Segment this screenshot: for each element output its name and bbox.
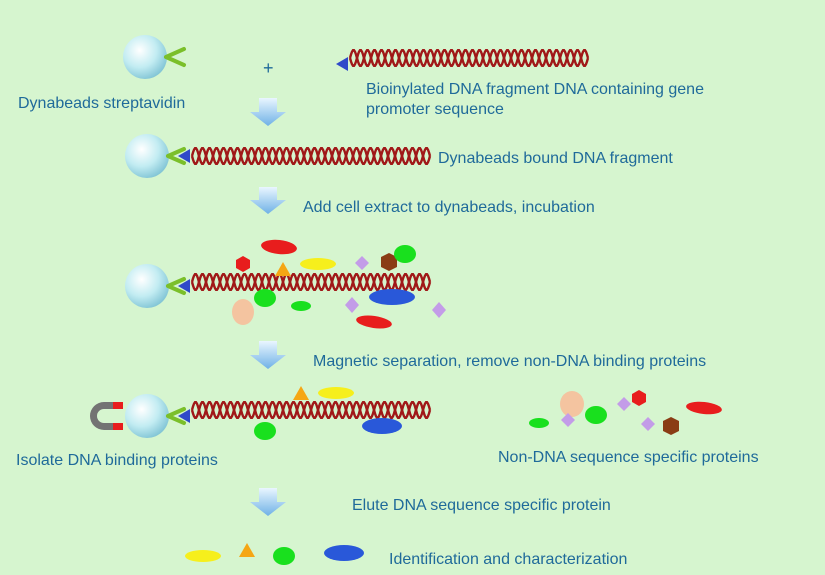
protein-violet-diamond [617, 397, 631, 411]
protein-red-hexagon [632, 390, 646, 406]
dna-strand-b [190, 401, 432, 419]
protein-peach-ellipse [232, 299, 254, 325]
dna-fragment-label: Bioinylated DNA fragment DNA containing … [366, 81, 704, 118]
streptavidin-linker-icon [166, 147, 186, 165]
protein-orange-triangle [293, 386, 309, 400]
protein-green-ellipse [254, 289, 276, 307]
biotin-tag-icon [178, 409, 190, 423]
isolate-label: Isolate DNA binding proteins [16, 452, 218, 469]
protein-violet-diamond [641, 417, 655, 431]
protein-violet-diamond [561, 413, 575, 427]
protein-blue-ellipse [324, 545, 364, 561]
dna-helix [190, 147, 432, 165]
streptavidin-linker-icon [166, 407, 186, 425]
dynabead [123, 35, 167, 79]
protein-green-ellipse [254, 422, 276, 440]
protein-peach-ellipse [560, 391, 584, 417]
dynabead [125, 134, 169, 178]
nonspecific-label: Non-DNA sequence specific proteins [498, 449, 759, 466]
step-elute-label: Elute DNA sequence specific protein [352, 497, 611, 514]
protein-green-ellipse [273, 547, 295, 565]
down-arrow-icon [250, 187, 286, 214]
protein-green-ellipse [585, 406, 607, 424]
protein-red-ellipse [686, 401, 722, 415]
protein-red-ellipse [356, 315, 392, 329]
protein-orange-triangle [239, 543, 255, 557]
dna-strand-b [348, 49, 590, 67]
dynabead [125, 394, 169, 438]
protein-red-ellipse [261, 239, 297, 255]
step-separation-label: Magnetic separation, remove non-DNA bind… [313, 353, 707, 370]
plus-sign: + [263, 58, 274, 78]
protein-brown-hexagon [663, 417, 679, 435]
streptavidin-linker-icon [164, 47, 186, 67]
protein-violet-diamond [432, 302, 446, 318]
protein-yellow-ellipse [318, 387, 354, 399]
protein-violet-diamond [345, 297, 359, 313]
protein-yellow-ellipse [185, 550, 221, 562]
biotin-tag-icon [336, 57, 348, 71]
dna-strand-b [190, 273, 432, 291]
bound-fragment-label: Dynabeads bound DNA fragment [438, 150, 673, 167]
magnet-pole-south [113, 423, 123, 430]
protein-brown-hexagon [381, 253, 397, 271]
step-incubation-label: Add cell extract to dynabeads, incubatio… [303, 199, 595, 216]
protein-orange-triangle [275, 262, 291, 276]
dna-helix [348, 49, 590, 67]
dynabead [125, 264, 169, 308]
dna-strand-b [190, 147, 432, 165]
final-label: Identification and characterization [389, 551, 628, 568]
down-arrow-icon [250, 341, 286, 369]
protein-yellow-ellipse [300, 258, 336, 270]
dna-helix [190, 401, 432, 419]
dna-helix [190, 273, 432, 291]
protein-blue-ellipse [362, 418, 402, 434]
protein-green-ellipse [394, 245, 416, 263]
down-arrow-icon [250, 488, 286, 516]
protein-violet-diamond [355, 256, 369, 270]
biotin-tag-icon [178, 279, 190, 293]
protein-green-ellipse [529, 418, 549, 428]
streptavidin-linker-icon [166, 277, 186, 295]
protein-green-ellipse [291, 301, 311, 311]
protein-red-hexagon [236, 256, 250, 272]
bead-label: Dynabeads streptavidin [18, 95, 186, 112]
protein-blue-ellipse [369, 289, 415, 305]
down-arrow-icon [250, 98, 286, 126]
magnet-pole-north [113, 402, 123, 409]
biotin-tag-icon [178, 149, 190, 163]
